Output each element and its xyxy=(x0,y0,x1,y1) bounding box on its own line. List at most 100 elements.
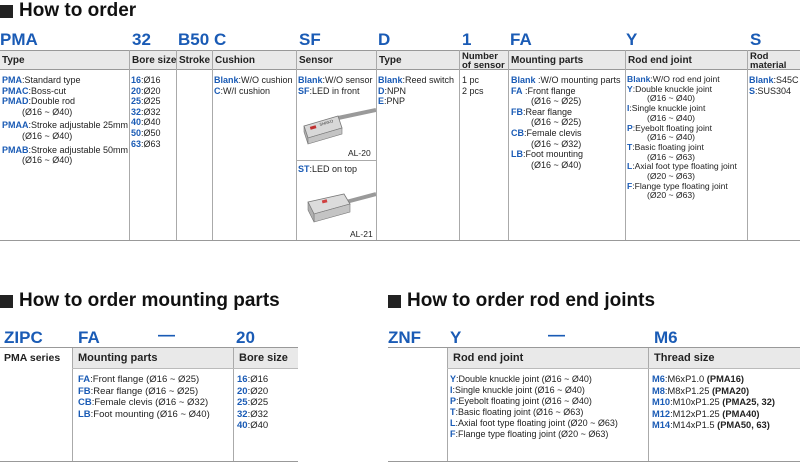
col-divider xyxy=(233,348,234,462)
type-range: (Ø16 ~ Ø40) xyxy=(22,106,73,117)
mount-code-dash: — xyxy=(158,325,175,344)
rod-end-code: T xyxy=(627,141,633,152)
sensor-desc: :LED on top xyxy=(309,164,358,174)
mount-bore-code: 32 xyxy=(237,408,248,420)
mount-bore-desc: :Ø25 xyxy=(247,397,269,409)
col-divider xyxy=(459,50,460,240)
code-rod-material: S xyxy=(750,30,762,49)
sensor-type-code: D xyxy=(378,85,385,96)
rod-joint-options: Y:Double knuckle joint (Ø16 ~ Ø40) I:Sin… xyxy=(450,374,618,440)
header-number-of-sensor: Number of sensor xyxy=(462,50,505,71)
type-desc: :Boss-cut xyxy=(28,85,67,96)
sensor-options: Blank:W/O sensor SF:LED in front xyxy=(298,75,373,96)
mount-bore-desc: :Ø40 xyxy=(247,420,269,432)
mount-bore-desc: :Ø32 xyxy=(247,408,269,420)
rod-end-code: Y xyxy=(627,83,633,94)
sensor-desc: :LED in front xyxy=(309,85,360,96)
rod-code-dash: — xyxy=(548,325,565,344)
col-divider xyxy=(625,50,626,240)
main-table-bottom-border xyxy=(0,240,800,241)
bore-desc: :Ø50 xyxy=(141,128,161,139)
rod-end-desc: :Flange type floating joint xyxy=(632,180,728,191)
mount-bore-code: 16 xyxy=(237,374,248,385)
sensor-st-option: ST:LED on top xyxy=(298,164,357,175)
rod-thread-desc: :M14xP1.5 xyxy=(670,420,718,431)
rod-section-title-text: How to order rod end joints xyxy=(407,290,656,311)
type-code: PMA xyxy=(2,75,22,85)
rod-joint-code: T xyxy=(450,406,456,417)
type-range: (Ø16 ~ Ø40) xyxy=(22,131,73,142)
cushion-desc: :W/I cushion xyxy=(220,85,271,96)
bore-code: 25 xyxy=(131,96,142,107)
code-number-sensor: 1 xyxy=(462,30,472,49)
mount-part-desc: :Female clevis (Ø16 ~ Ø32) xyxy=(91,397,209,409)
rod-joint-desc: :Eyebolt floating joint (Ø16 ~ Ø40) xyxy=(456,395,592,406)
main-table-header: Type Bore size Stroke Cushion Sensor Typ… xyxy=(0,50,800,70)
sensor-type-code: Blank xyxy=(378,75,403,85)
rod-joint-code: I xyxy=(450,384,453,395)
rod-thread-code: M12 xyxy=(652,408,671,419)
rod-end-code: L xyxy=(627,161,633,172)
mount-bore-options: 16:Ø16 20:Ø20 25:Ø25 32:Ø32 40:Ø40 xyxy=(237,374,268,432)
mounting-code: LB xyxy=(511,149,523,160)
mounting-code: FB xyxy=(511,106,523,117)
mount-part-desc: :Rear flange (Ø16 ~ Ø25) xyxy=(90,385,199,397)
header-rod-end-joint: Rod end joint xyxy=(628,55,692,66)
mount-part-code: CB xyxy=(78,397,92,409)
rod-thread-desc: :M10xP1.25 xyxy=(670,397,723,408)
sensor-divider xyxy=(296,160,376,161)
sensor-count: 2 pcs xyxy=(462,85,484,96)
rod-end-desc: :W/O rod end joint xyxy=(650,74,720,84)
rod-table-bottom-border xyxy=(388,461,800,462)
mount-header-divider xyxy=(72,368,298,369)
material-desc: :SUS304 xyxy=(755,85,792,96)
col-divider xyxy=(176,50,177,240)
rod-header-joint: Rod end joint xyxy=(448,348,648,368)
rod-code-series: ZNF xyxy=(388,328,422,347)
sensor-brand-mark: SHAKO xyxy=(319,118,334,127)
header-sensor: Sensor xyxy=(299,55,333,66)
rod-end-desc: :Single knuckle joint xyxy=(629,103,706,114)
bore-options: 16:Ø16 20:Ø20 25:Ø25 32:Ø32 40:Ø40 50:Ø5… xyxy=(131,75,161,149)
main-section-title-text: How to order xyxy=(19,0,137,21)
type-code: PMAA xyxy=(2,120,29,131)
code-rod-end: Y xyxy=(626,30,638,49)
cushion-code: Blank xyxy=(214,75,239,85)
rod-end-code: I xyxy=(627,103,630,114)
rod-end-range: (Ø16 ~ Ø40) xyxy=(647,93,696,104)
rod-end-desc: :Axial foot type floating joint xyxy=(632,161,737,172)
rod-end-range: (Ø16 ~ Ø40) xyxy=(647,132,696,143)
bore-code: 32 xyxy=(131,106,142,117)
mounting-section-title-text: How to order mounting parts xyxy=(19,290,280,311)
mounting-section-title: How to order mounting parts xyxy=(0,290,280,312)
sensor-type-desc: :Reed switch xyxy=(402,75,455,85)
mount-bore-code: 20 xyxy=(237,385,248,397)
bore-code: 16 xyxy=(131,75,142,85)
rod-thread-note: (PMA20) xyxy=(711,385,750,396)
bore-code: 20 xyxy=(131,85,142,96)
rod-end-desc: :Eyebolt floating joint xyxy=(632,122,713,133)
col-divider xyxy=(212,50,213,240)
type-desc: :Standard type xyxy=(22,75,81,85)
bore-desc: :Ø40 xyxy=(141,117,161,128)
rod-code-joint: Y xyxy=(450,328,462,347)
sensor-count: 1 pc xyxy=(462,75,480,85)
mount-part-desc: :Foot mounting (Ø16 ~ Ø40) xyxy=(90,408,210,420)
mount-part-code: FB xyxy=(78,385,91,397)
rod-thread-options: M6:M6xP1.0 (PMA16) M8:M8xP1.25 (PMA20) M… xyxy=(652,374,775,432)
mount-bore-desc: :Ø16 xyxy=(247,374,269,385)
sensor-code: SF xyxy=(298,85,310,96)
col-divider xyxy=(508,50,509,240)
sensor-count-options: 1 pc 2 pcs xyxy=(462,75,484,96)
rod-thread-desc: :M8xP1.25 xyxy=(664,385,712,396)
bore-desc: :Ø32 xyxy=(141,106,161,117)
rod-thread-note: (PMA50, 63) xyxy=(717,420,770,431)
mount-part-desc: :Front flange (Ø16 ~ Ø25) xyxy=(90,374,200,385)
bore-code: 63 xyxy=(131,138,142,149)
mount-code-bore: 20 xyxy=(236,328,255,347)
type-desc: :Stroke adjustable 25mm xyxy=(28,120,129,131)
square-bullet-icon xyxy=(0,4,13,18)
header-bore: Bore size xyxy=(132,55,177,66)
code-stroke: B50 xyxy=(178,30,210,49)
rod-end-range: (Ø16 ~ Ø63) xyxy=(647,151,696,162)
